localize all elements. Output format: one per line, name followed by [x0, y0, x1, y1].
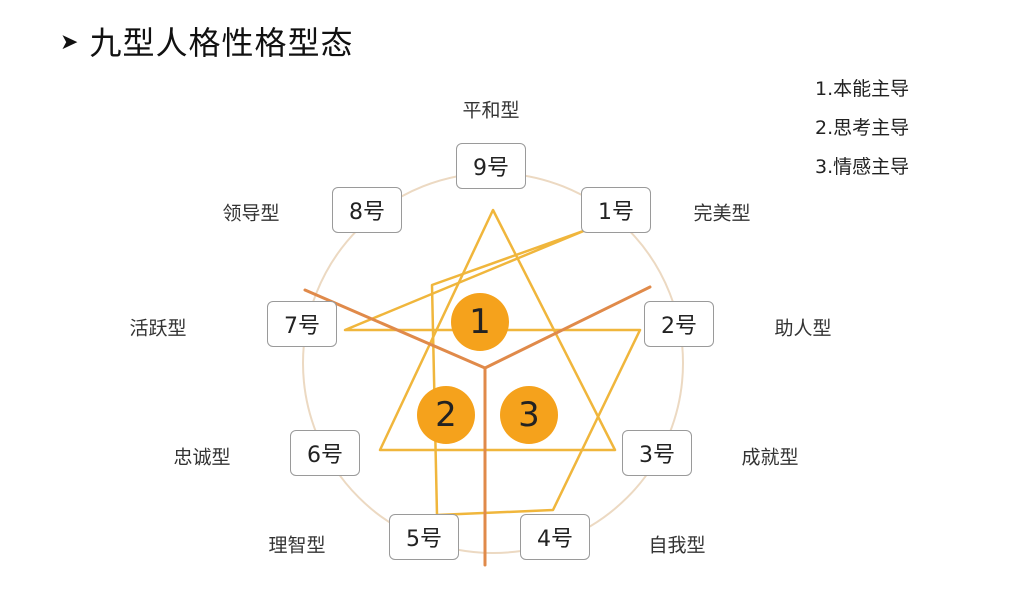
type-box-8: 8号: [332, 187, 402, 233]
divider-line-right: [483, 285, 652, 370]
type-label-1: 完美型: [693, 202, 751, 225]
type-label-8: 领导型: [222, 202, 280, 225]
legend-item-thinking: 2.思考主导: [815, 117, 910, 139]
type-box-9: 9号: [456, 143, 526, 189]
type-box-4: 4号: [520, 514, 590, 560]
type-label-2: 助人型: [774, 317, 832, 340]
type-box-2: 2号: [644, 301, 714, 347]
page-title-text: 九型人格性格型态: [89, 24, 354, 62]
type-label-5: 理智型: [268, 534, 326, 557]
legend-item-feeling: 3.情感主导: [815, 156, 910, 178]
type-label-4: 自我型: [648, 534, 706, 557]
type-label-6: 忠诚型: [173, 446, 231, 469]
type-box-3: 3号: [622, 430, 692, 476]
type-label-9: 平和型: [462, 99, 520, 122]
type-box-1: 1号: [581, 187, 651, 233]
center-badge-2: 2: [417, 386, 475, 444]
legend-item-instinct: 1.本能主导: [815, 78, 910, 100]
center-badge-3: 3: [500, 386, 558, 444]
bullet-arrow-icon: ➤: [60, 29, 80, 55]
center-badge-1: 1: [451, 293, 509, 351]
type-box-7: 7号: [267, 301, 337, 347]
page-title: ➤ 九型人格性格型态: [60, 18, 353, 64]
type-box-5: 5号: [389, 514, 459, 560]
enneagram-hexad-line: [343, 228, 642, 517]
type-label-3: 成就型: [741, 446, 799, 469]
type-label-7: 活跃型: [129, 317, 187, 340]
center-legend: 1.本能主导 2.思考主导 3.情感主导: [815, 70, 909, 187]
type-box-6: 6号: [290, 430, 360, 476]
